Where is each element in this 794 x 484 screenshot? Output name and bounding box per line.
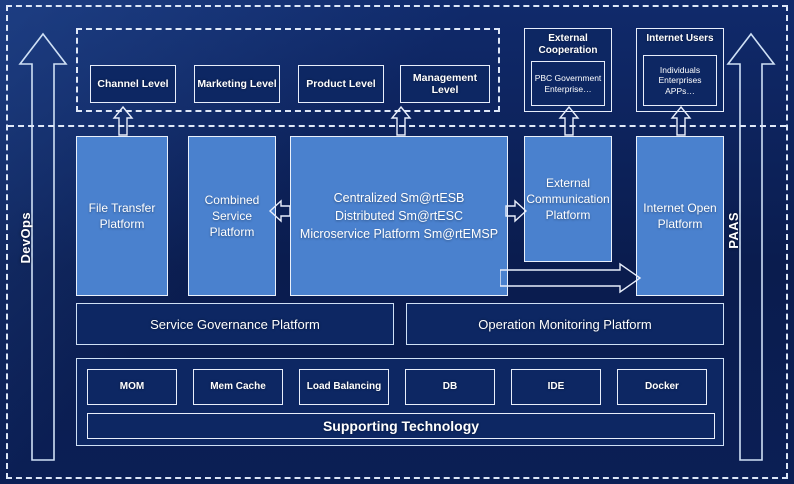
up-arrow-icon [726, 32, 776, 461]
tech-box-mem-cache[interactable]: Mem Cache [193, 369, 283, 405]
platform-core-esb[interactable]: Centralized Sm@rtESB Distributed Sm@rtES… [290, 136, 508, 296]
actor-internet-users[interactable]: Internet Users Individuals Enterprises A… [636, 28, 724, 112]
platform-internet-open[interactable]: Internet Open Platform [636, 136, 724, 296]
supporting-technology-panel: MOM Mem Cache Load Balancing DB IDE Dock… [76, 358, 724, 446]
paas-label: PAAS [726, 212, 741, 249]
arrow-up-internet-users-icon [670, 105, 692, 136]
arrow-right-core-to-internet-open-icon [499, 262, 642, 301]
arrow-up-external-cooperation-icon [558, 105, 580, 136]
core-line-1: Centralized Sm@rtESB [333, 191, 465, 205]
devops-label: DevOps [18, 212, 33, 264]
up-arrow-icon [18, 32, 68, 461]
business-levels-group [76, 28, 500, 112]
service-governance-platform[interactable]: Service Governance Platform [76, 303, 394, 345]
tech-box-db[interactable]: DB [405, 369, 495, 405]
core-line-3: Microservice Platform Sm@rtEMSP [299, 227, 499, 241]
arrow-up-management-icon [390, 105, 412, 136]
actor-detail: Individuals Enterprises APPs… [643, 55, 717, 106]
level-box-channel[interactable]: Channel Level [90, 65, 176, 103]
level-box-management[interactable]: Management Level [400, 65, 490, 103]
tech-box-load-balancing[interactable]: Load Balancing [299, 369, 389, 405]
actor-detail: PBC Government Enterprise… [531, 61, 605, 106]
tech-box-mom[interactable]: MOM [87, 369, 177, 405]
outer-dashed-border [6, 5, 788, 479]
arrow-right-core-to-external-comm-icon [504, 198, 528, 229]
tech-box-docker[interactable]: Docker [617, 369, 707, 405]
level-box-product[interactable]: Product Level [298, 65, 384, 103]
paas-arrow: PAAS [726, 22, 776, 462]
platform-external-communication[interactable]: External Communication Platform [524, 136, 612, 262]
level-box-marketing[interactable]: Marketing Level [194, 65, 280, 103]
core-line-2: Distributed Sm@rtESC [334, 209, 463, 223]
actor-external-cooperation[interactable]: External Cooperation PBC Government Ente… [524, 28, 612, 112]
devops-arrow: DevOps [18, 22, 68, 462]
arrow-left-core-to-combined-icon [268, 198, 292, 229]
platform-combined-service[interactable]: Combined Service Platform [188, 136, 276, 296]
tech-box-ide[interactable]: IDE [511, 369, 601, 405]
arrow-up-channel-icon [112, 105, 134, 136]
actor-title: External Cooperation [538, 33, 598, 56]
operation-monitoring-platform[interactable]: Operation Monitoring Platform [406, 303, 724, 345]
actor-title: Internet Users [646, 33, 714, 44]
supporting-technology-bar: Supporting Technology [87, 413, 715, 439]
platform-file-transfer[interactable]: File Transfer Platform [76, 136, 168, 296]
